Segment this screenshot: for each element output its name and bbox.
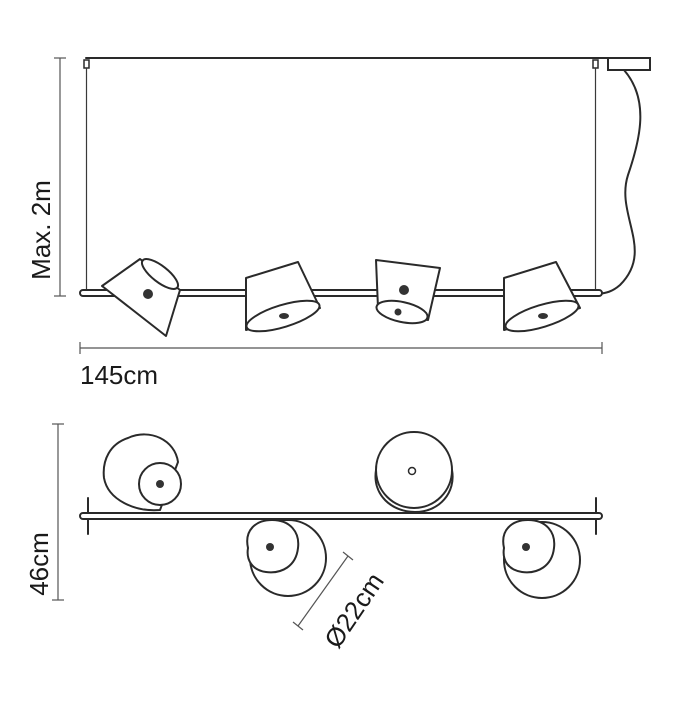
length-dimension: 145cm — [79, 342, 603, 390]
top-view: 46cm Ø22cm — [24, 423, 603, 653]
light-bar-top — [79, 512, 603, 520]
shade-2-top — [246, 519, 327, 597]
shade-4-top — [502, 519, 581, 599]
power-cord — [597, 69, 642, 295]
shade-1-front — [101, 258, 181, 337]
shade-2-front — [245, 261, 321, 333]
shade-4-front — [503, 261, 581, 333]
shade-3-top — [374, 431, 454, 513]
height-label: Max. 2m — [26, 180, 56, 280]
shade-1-top — [102, 433, 182, 512]
cable-clip-right — [592, 59, 599, 69]
cable-clip-left — [83, 59, 90, 69]
ceiling-canopy — [607, 57, 651, 71]
height-dimension: Max. 2m — [26, 57, 66, 297]
diameter-label: Ø22cm — [318, 567, 390, 653]
length-label: 145cm — [80, 360, 158, 390]
shade-3-front — [375, 259, 441, 325]
light-bar — [79, 289, 603, 297]
depth-label: 46cm — [24, 532, 54, 596]
front-view: Max. 2m 145cm — [26, 57, 651, 390]
depth-dimension: 46cm — [24, 423, 64, 601]
